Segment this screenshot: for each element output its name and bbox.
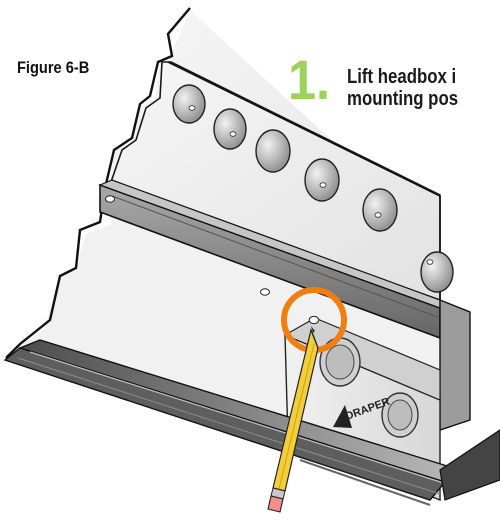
wall-hole [304, 158, 340, 202]
wall-hole [362, 188, 398, 232]
instruction-line-1: Lift headbox i [347, 66, 457, 88]
wall-hole [172, 84, 206, 124]
mounting-rail [98, 179, 471, 431]
bottom-track [3, 339, 500, 501]
wall-hole [255, 129, 291, 173]
step-instruction: Lift headbox i mounting pos [347, 66, 458, 110]
pencil-icon [267, 326, 319, 513]
wall-hole [420, 251, 454, 293]
headbox: DRAPER [283, 317, 441, 506]
wall-hole [213, 108, 247, 150]
step-number: 1. [288, 48, 331, 111]
instruction-line-2: mounting pos [347, 88, 459, 110]
figure-label: Figure 6-B [17, 58, 90, 77]
mounting-holes [172, 84, 454, 293]
